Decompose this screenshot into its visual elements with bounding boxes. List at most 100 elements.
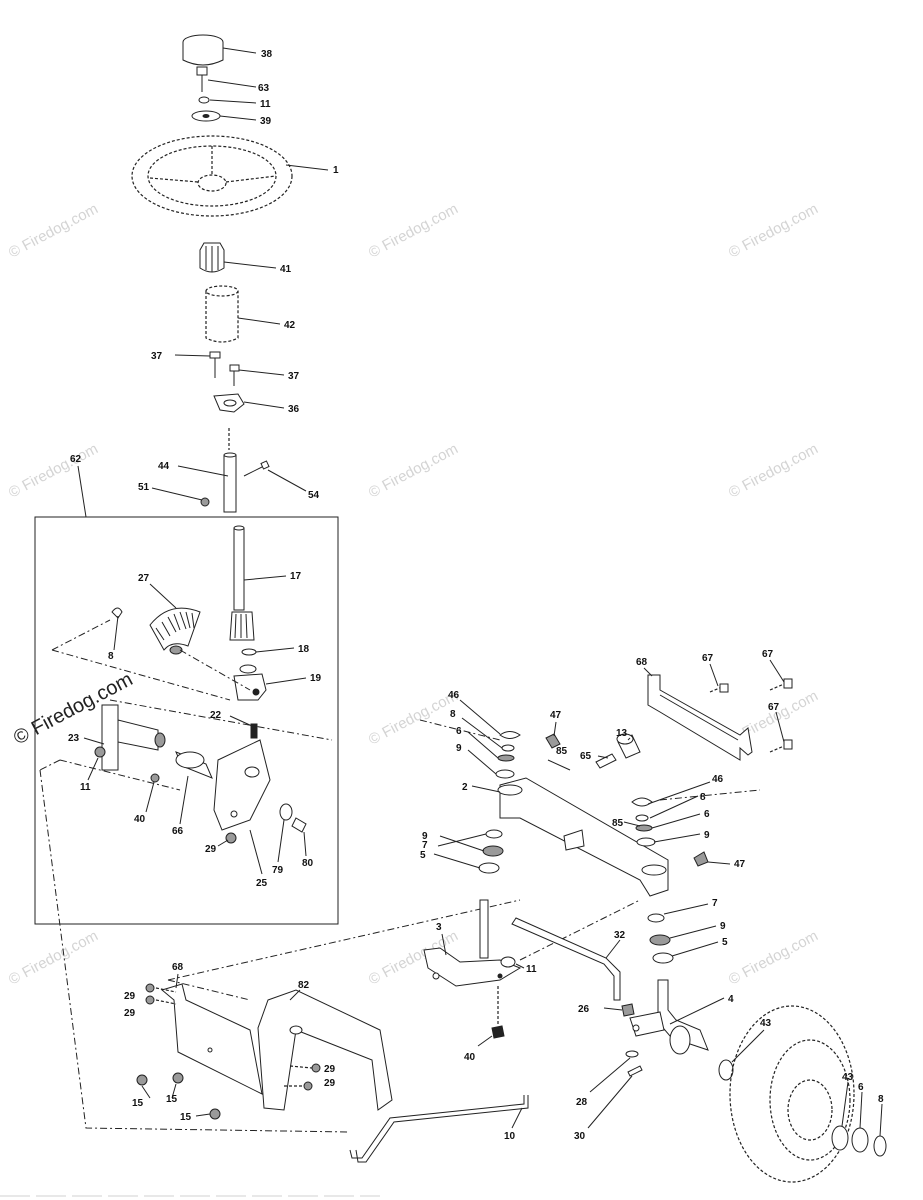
label-68: 68: [172, 962, 184, 973]
label-85: 85: [612, 818, 624, 829]
label-1: 1: [333, 165, 339, 176]
label-29: 29: [124, 1008, 136, 1019]
bolt-37: [209, 351, 221, 359]
bushing-9: [636, 837, 656, 847]
nut-15: [172, 1072, 184, 1084]
label-54: 54: [308, 490, 320, 501]
steering-gear-group: [34, 516, 339, 925]
label-32: 32: [614, 930, 626, 941]
bearing-5: [478, 862, 500, 874]
bolt-29: [225, 832, 237, 844]
label-18: 18: [298, 644, 310, 655]
steering-shaft-44: [223, 454, 237, 513]
bushing-9: [495, 769, 515, 779]
cap-46: [631, 797, 653, 807]
watermark: © Firedog.com: [366, 200, 461, 261]
bracket-68: [160, 983, 263, 1095]
label-30: 30: [574, 1131, 586, 1142]
bearing-5: [652, 952, 674, 964]
bolt-37: [229, 364, 240, 372]
washer-43: [831, 1125, 849, 1151]
label-13: 13: [616, 728, 628, 739]
label-15: 15: [180, 1112, 192, 1123]
label-80: 80: [302, 858, 314, 869]
watermarks: © Firedog.com © Firedog.com © Firedog.co…: [6, 200, 821, 988]
watermark: © Firedog.com: [726, 440, 821, 501]
label-9: 9: [720, 921, 726, 932]
label-85: 85: [556, 746, 568, 757]
label-38: 38: [261, 49, 273, 60]
label-2: 2: [462, 782, 468, 793]
steering-wheel: [131, 135, 293, 217]
label-8: 8: [108, 651, 114, 662]
bushing-9: [482, 845, 504, 857]
watermark: © Firedog.com: [6, 200, 101, 261]
label-11: 11: [80, 782, 91, 793]
grease-fitting-47: [693, 851, 709, 867]
label-42: 42: [284, 320, 296, 331]
clip-8: [873, 1135, 887, 1157]
label-8: 8: [450, 709, 456, 720]
bolt-29: [145, 995, 155, 1005]
nut-15: [136, 1074, 148, 1086]
label-68: 68: [636, 657, 648, 668]
bolt-29: [145, 983, 155, 993]
watermark: © Firedog.com: [6, 927, 101, 988]
label-22: 22: [210, 710, 222, 721]
label-43: 43: [760, 1018, 772, 1029]
clip-8: [111, 607, 123, 619]
label-7: 7: [712, 898, 718, 909]
nut-26: [621, 1003, 635, 1017]
label-29: 29: [324, 1078, 336, 1089]
spindle-3: [479, 899, 489, 959]
bolt-67: [769, 683, 785, 691]
watermark: © Firedog.com: [726, 200, 821, 261]
nut-40: [150, 773, 160, 783]
label-44: 44: [158, 461, 170, 472]
support-plate-23: [101, 704, 119, 771]
label-63: 63: [258, 83, 270, 94]
label-3: 3: [436, 922, 442, 933]
steering-shaft-17: [233, 527, 245, 611]
nut-11: [94, 746, 106, 758]
front-axle-assembly: [423, 674, 887, 1183]
group-box-62: [34, 516, 339, 925]
label-51: 51: [138, 482, 150, 493]
label-4: 4: [728, 994, 734, 1005]
label-47: 47: [550, 710, 562, 721]
steering-column-assembly: [131, 34, 293, 513]
label-25: 25: [256, 878, 268, 889]
pin-65: [595, 753, 617, 769]
grease-fitting-47: [545, 733, 561, 749]
label-29: 29: [205, 844, 217, 855]
label-15: 15: [132, 1098, 144, 1109]
lock-washer-11: [198, 96, 210, 104]
label-5: 5: [722, 937, 728, 948]
washer-43: [718, 1059, 734, 1081]
label-39: 39: [260, 116, 272, 127]
spindle-hub: [669, 1025, 691, 1055]
front-wheel: [729, 1005, 855, 1183]
label-10: 10: [504, 1131, 516, 1142]
label-19: 19: [310, 673, 322, 684]
washer-28: [625, 1050, 639, 1058]
clip-8: [501, 744, 515, 752]
pin-30: [627, 1065, 643, 1077]
front-axle-2: [499, 777, 669, 897]
label-67: 67: [768, 702, 780, 713]
label-26: 26: [578, 1004, 590, 1015]
label-46: 46: [448, 690, 460, 701]
label-11: 11: [526, 964, 537, 975]
label-36: 36: [288, 404, 300, 415]
label-5: 5: [420, 850, 426, 861]
label-11: 11: [260, 99, 271, 110]
nut-15: [209, 1108, 221, 1120]
label-7: 7: [422, 840, 428, 851]
lower-bracket-assembly: [136, 983, 529, 1163]
label-6: 6: [858, 1082, 864, 1093]
label-9: 9: [704, 830, 710, 841]
label-27: 27: [138, 573, 150, 584]
label-8: 8: [878, 1094, 884, 1105]
leader-lines: [77, 47, 883, 1137]
label-9: 9: [456, 743, 462, 754]
